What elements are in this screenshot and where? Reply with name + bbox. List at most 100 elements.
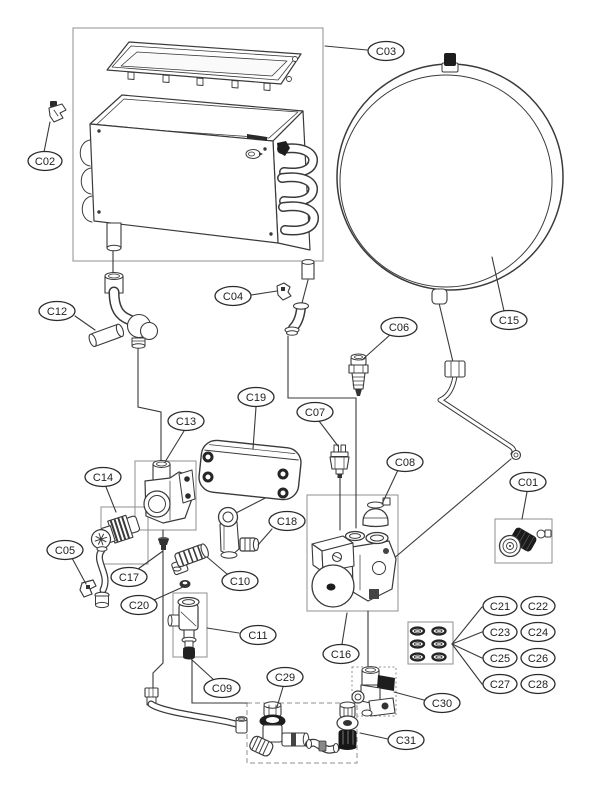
callout-c19: C19 [237, 386, 275, 408]
callout-c23: C23 [482, 621, 518, 643]
left-elbow-pipe-drawing [104, 272, 159, 349]
callout-c25: C25 [482, 647, 518, 669]
svg-text:C26: C26 [528, 653, 548, 665]
plate-hx-bolts [202, 451, 289, 499]
callout-c13: C13 [167, 410, 205, 432]
frame-heat-exchanger-group [72, 27, 324, 262]
dark-fitting-icon [277, 141, 290, 156]
svg-text:C06: C06 [389, 322, 409, 334]
svg-text:C18: C18 [277, 516, 297, 528]
callout-c01: C01 [509, 471, 547, 493]
callout-c09: C09 [203, 677, 241, 699]
svg-text:C05: C05 [55, 545, 75, 557]
callout-c05: C05 [46, 539, 84, 561]
frame-c29-group-dashed [246, 702, 358, 764]
svg-text:C17: C17 [119, 572, 139, 584]
pipe-union-nut [444, 360, 466, 378]
frame-gauge-group [494, 518, 553, 564]
svg-text:C14: C14 [93, 472, 113, 484]
pipe-stub-c12-drawing [88, 323, 125, 348]
air-vent-c08-drawing [362, 497, 391, 528]
callout-c16: C16 [322, 643, 360, 665]
callout-c17: C17 [110, 566, 148, 588]
vessel-pipe-drawing [437, 360, 522, 461]
callout-c03: C03 [367, 40, 405, 62]
oring-set-drawing [409, 626, 447, 662]
svg-text:C21: C21 [490, 601, 510, 613]
manifold-c13-drawing [143, 460, 196, 524]
svg-text:C20: C20 [129, 600, 149, 612]
bracket-c18-drawing [217, 506, 260, 559]
callout-c21: C21 [482, 595, 518, 617]
svg-text:C10: C10 [230, 576, 250, 588]
heat-exchanger-lid-drawing [106, 41, 302, 91]
svg-text:C28: C28 [528, 679, 548, 691]
svg-text:C02: C02 [35, 156, 55, 168]
callout-c20: C20 [120, 594, 158, 616]
valve-c29-drawing [249, 701, 310, 757]
oring-fan-lines [451, 606, 483, 685]
svg-text:C30: C30 [432, 698, 452, 710]
callout-c10: C10 [221, 570, 259, 592]
callout-c24: C24 [520, 621, 556, 643]
hose-c05-drawing [79, 546, 110, 609]
cap-c09-drawing [183, 646, 195, 660]
right-elbow-c04-drawing [276, 282, 310, 336]
sensor-c07-drawing [329, 444, 350, 478]
callout-c11: C11 [239, 624, 277, 646]
nut-c20-drawing [179, 580, 191, 588]
clip-c04 [276, 282, 292, 301]
plate-heat-exchanger-drawing [198, 439, 302, 501]
leader-lines [43, 45, 528, 740]
callout-c07: C07 [296, 401, 334, 423]
flex-hose-drawing [305, 738, 340, 754]
frame-pump-group [306, 494, 399, 612]
vessel-air-valve-icon [444, 53, 456, 66]
bottom-pipe-drawing [144, 687, 248, 734]
callout-c02: C02 [27, 150, 63, 172]
pump-c16-drawing [311, 530, 397, 608]
callout-c12: C12 [38, 300, 76, 322]
frame-c30-group-dotted [351, 666, 397, 717]
callout-c26: C26 [520, 647, 556, 669]
svg-text:C13: C13 [176, 416, 196, 428]
valve-c30-drawing [351, 666, 396, 717]
callout-c04: C04 [214, 285, 252, 307]
clip-c02-drawing [48, 101, 67, 123]
coil-tubes [277, 143, 319, 236]
svg-text:C27: C27 [490, 679, 510, 691]
callout-c28: C28 [520, 673, 556, 695]
valve-c31-drawing [336, 701, 359, 750]
svg-text:C07: C07 [305, 407, 325, 419]
svg-text:C22: C22 [528, 601, 548, 613]
svg-text:C04: C04 [223, 291, 243, 303]
valve-c11-drawing [167, 596, 200, 660]
svg-text:C15: C15 [499, 315, 519, 327]
svg-text:C03: C03 [376, 46, 396, 58]
panel-screws [97, 129, 273, 236]
gauge-capillary-line [385, 458, 512, 566]
svg-text:C09: C09 [212, 683, 232, 695]
svg-text:C11: C11 [248, 630, 267, 642]
callouts: C02 C03 C12 C04 C15 C06 C19 C07 C13 C08 … [27, 40, 556, 751]
pressure-gauge-c01-drawing [498, 527, 552, 558]
svg-text:C16: C16 [331, 649, 351, 661]
callout-c22: C22 [520, 595, 556, 617]
actuator-c14-drawing [90, 514, 141, 550]
svg-text:C12: C12 [47, 306, 67, 318]
svg-text:C19: C19 [246, 392, 266, 404]
cartridge-c10-drawing [171, 543, 209, 576]
plug-c17-drawing [158, 537, 169, 550]
svg-text:C24: C24 [528, 627, 548, 639]
callout-c06: C06 [380, 316, 418, 338]
callout-c27: C27 [482, 673, 518, 695]
callout-c30: C30 [423, 692, 461, 714]
callout-c29: C29 [266, 666, 304, 688]
svg-text:C01: C01 [518, 477, 538, 489]
svg-text:C29: C29 [275, 672, 295, 684]
callout-c15: C15 [490, 309, 528, 331]
svg-text:C08: C08 [395, 457, 415, 469]
svg-text:C23: C23 [490, 627, 510, 639]
